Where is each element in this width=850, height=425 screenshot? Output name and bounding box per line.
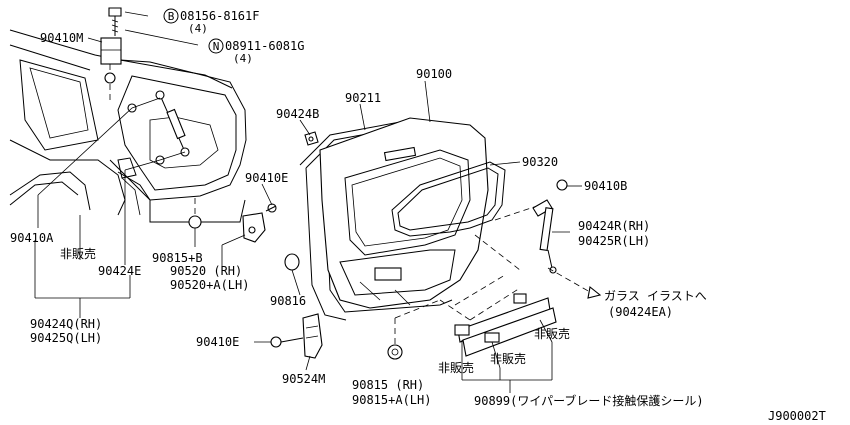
label-90815: 90815 (RH): [352, 378, 424, 392]
part-90816: [284, 253, 300, 271]
nut-symbol-letter: N: [213, 40, 220, 53]
part-labels: 08156-8161F (4) 08911-6081G (4) 90410M 9…: [10, 9, 826, 423]
clip-90424b-part: [304, 131, 319, 146]
bolt-symbol-letter: B: [168, 10, 175, 23]
label-90425q: 90425Q(LH): [30, 331, 102, 345]
label-08156: 08156-8161F: [180, 9, 259, 23]
label-glass-ref: ガラス イラストへ: [604, 289, 707, 303]
label-90410e-top: 90410E: [245, 171, 288, 185]
label-90424q: 90424Q(RH): [30, 317, 102, 331]
label-08156-qty: (4): [188, 22, 208, 35]
bracket-90524m-part: [270, 313, 323, 359]
label-08911: 08911-6081G: [225, 39, 304, 53]
label-not-for-sale-2: 非販売: [534, 326, 570, 341]
label-90520a: 90520+A(LH): [170, 278, 249, 292]
label-90424r: 90424R(RH): [578, 219, 650, 233]
bolt-callout-symbol: B: [163, 8, 179, 24]
label-glass-ref-part: (90424EA): [608, 305, 673, 319]
lock-striker-part: [188, 195, 202, 229]
glass-reference-arrow: [547, 267, 602, 299]
label-not-for-sale-1: 非販売: [60, 246, 96, 261]
label-90320: 90320: [522, 155, 558, 169]
label-90211: 90211: [345, 91, 381, 105]
label-08911-qty: (4): [233, 52, 253, 65]
bracket-90520-part: [242, 203, 277, 243]
label-90816: 90816: [270, 294, 306, 308]
label-90425r: 90425R(LH): [578, 234, 650, 248]
label-90899: 90899(ワイパーブレード接触保護シール): [474, 393, 704, 408]
lock-90815-part: [387, 344, 403, 360]
label-90100: 90100: [416, 67, 452, 81]
label-90524m: 90524M: [282, 372, 325, 386]
label-90815b: 90815+B: [152, 251, 203, 265]
label-90410e-bottom: 90410E: [196, 335, 239, 349]
label-90424b: 90424B: [276, 107, 319, 121]
gas-strut-illustration: [532, 179, 568, 274]
back-door-illustration: [299, 117, 541, 345]
wiper-seal-parts: [454, 293, 557, 357]
label-not-for-sale-3: 非販売: [490, 351, 526, 366]
nut-callout-symbol: N: [208, 38, 224, 54]
label-90424e: 90424E: [98, 264, 141, 278]
label-90410b: 90410B: [584, 179, 627, 193]
car-body-illustration: [9, 7, 247, 223]
label-90520: 90520 (RH): [170, 264, 242, 278]
label-90815a: 90815+A(LH): [352, 393, 431, 407]
diagram-id: J900002T: [768, 409, 826, 423]
label-not-for-sale-4: 非販売: [438, 360, 474, 375]
label-90410a: 90410A: [10, 231, 54, 245]
label-90410m: 90410M: [40, 31, 83, 45]
leader-lines: [34, 11, 582, 393]
